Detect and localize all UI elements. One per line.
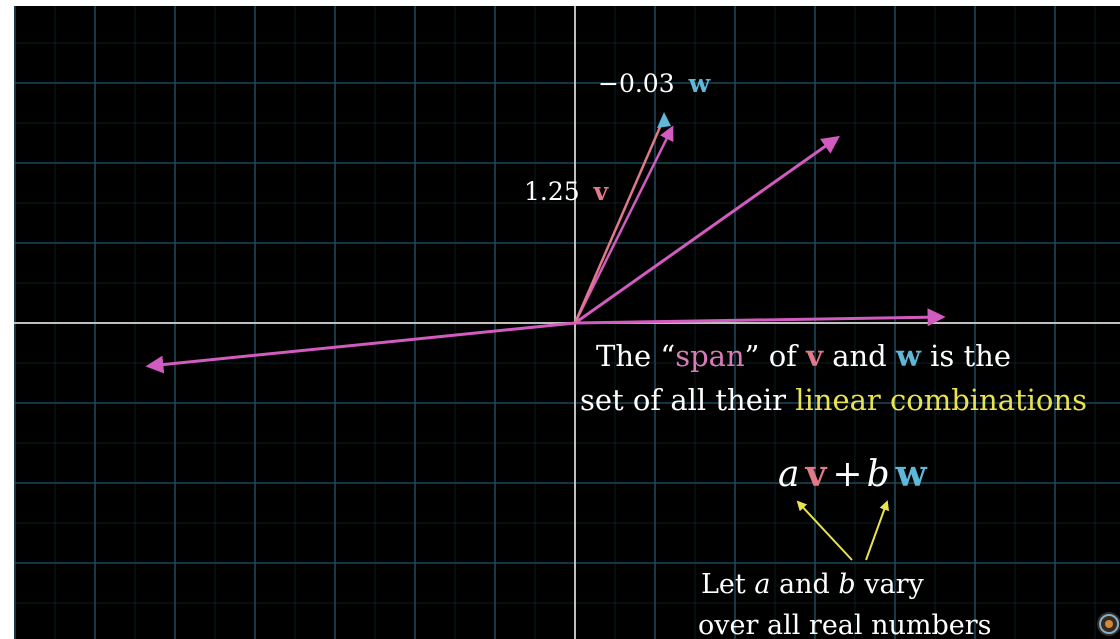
explanation-line-1: The “span” of v and w is the bbox=[596, 339, 1011, 373]
scaled-w-vector bbox=[573, 117, 666, 324]
w-vector-tip-icon bbox=[657, 112, 671, 128]
video-frame: −0.03 w 1.25 v The “span” of v and w is … bbox=[14, 6, 1120, 639]
note-line-2: over all real numbers bbox=[698, 610, 992, 639]
coef-w-label: −0.03 w bbox=[598, 69, 712, 98]
span-vector-right bbox=[574, 308, 946, 327]
span-vector-diagonal bbox=[574, 135, 840, 325]
span-vector-left bbox=[145, 321, 576, 374]
w-symbol: w bbox=[688, 69, 712, 98]
coef-v-label: 1.25 v bbox=[524, 177, 610, 206]
span-diagram: −0.03 w 1.25 v The “span” of v and w is … bbox=[14, 6, 1120, 639]
w-symbol: w bbox=[895, 339, 922, 373]
scaled-v-vector bbox=[573, 125, 674, 324]
v-symbol: v bbox=[805, 339, 824, 373]
v-symbol: v bbox=[804, 453, 827, 495]
channel-logo-icon bbox=[1097, 612, 1120, 636]
span-word: span bbox=[675, 339, 744, 373]
pointer-arrow-b bbox=[865, 500, 889, 561]
note-line-1: Let a and b vary bbox=[701, 569, 925, 600]
explanation-line-2: set of all their linear combinations bbox=[580, 383, 1087, 417]
w-symbol: w bbox=[895, 453, 928, 495]
linear-combinations-highlight: linear combinations bbox=[795, 383, 1087, 417]
pointer-arrow-a bbox=[796, 500, 853, 561]
v-symbol: v bbox=[593, 177, 610, 206]
